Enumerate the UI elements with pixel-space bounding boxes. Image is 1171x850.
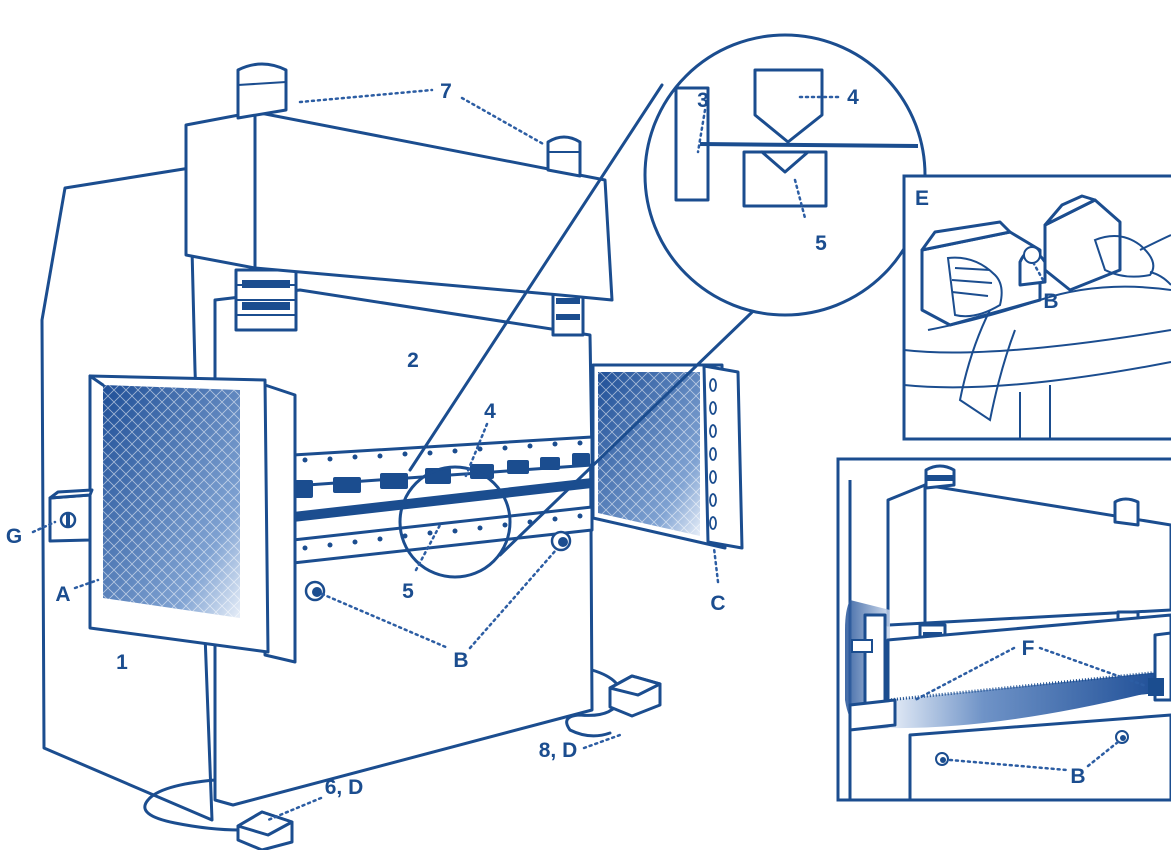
press-brake-machine (40, 62, 744, 850)
punch-tool (753, 68, 824, 144)
label-b-e: B (1043, 290, 1058, 313)
left-safety-guard (88, 374, 297, 664)
label-6d: 6, D (325, 776, 364, 799)
label-g: G (6, 525, 22, 548)
top-head-block (184, 110, 614, 302)
control-box (48, 488, 94, 543)
top-cylinder-right (546, 135, 582, 178)
foot-pedal-left (143, 778, 294, 850)
label-5-main: 5 (402, 580, 414, 603)
upper-rail-holes (302, 440, 583, 463)
lower-rail-holes (302, 513, 583, 551)
punch-clamps (295, 453, 590, 498)
label-f: F (1022, 637, 1035, 660)
top-cylinder-left (236, 62, 288, 120)
label-c: C (710, 592, 725, 615)
label-7: 7 (440, 80, 452, 103)
panel-e-two-hand-control (902, 174, 1171, 441)
label-e: E (915, 187, 929, 210)
label-4-main: 4 (484, 400, 496, 423)
label-4-inset: 4 (847, 86, 859, 109)
detail-zoom-circle (398, 465, 512, 579)
label-8d: 8, D (539, 739, 578, 762)
label-3: 3 (697, 89, 709, 112)
label-2: 2 (407, 349, 419, 372)
sheet-line (293, 478, 592, 522)
leader-lines (31, 88, 1148, 822)
tooling-detail-inset (408, 33, 927, 557)
die-tool (742, 150, 828, 208)
label-a: A (55, 583, 70, 606)
emergency-stop-buttons (304, 530, 572, 602)
label-b-main: B (453, 649, 468, 672)
label-b-f: B (1070, 765, 1085, 788)
label-5-inset: 5 (815, 232, 827, 255)
right-safety-guard (591, 363, 744, 550)
callout-labels: 7 3 4 5 2 4 5 G A B C 1 6, D 8, D E B F … (6, 80, 1086, 799)
label-1: 1 (116, 651, 128, 674)
panel-f-light-curtain (836, 457, 1171, 802)
foot-pedal-right (565, 668, 662, 738)
